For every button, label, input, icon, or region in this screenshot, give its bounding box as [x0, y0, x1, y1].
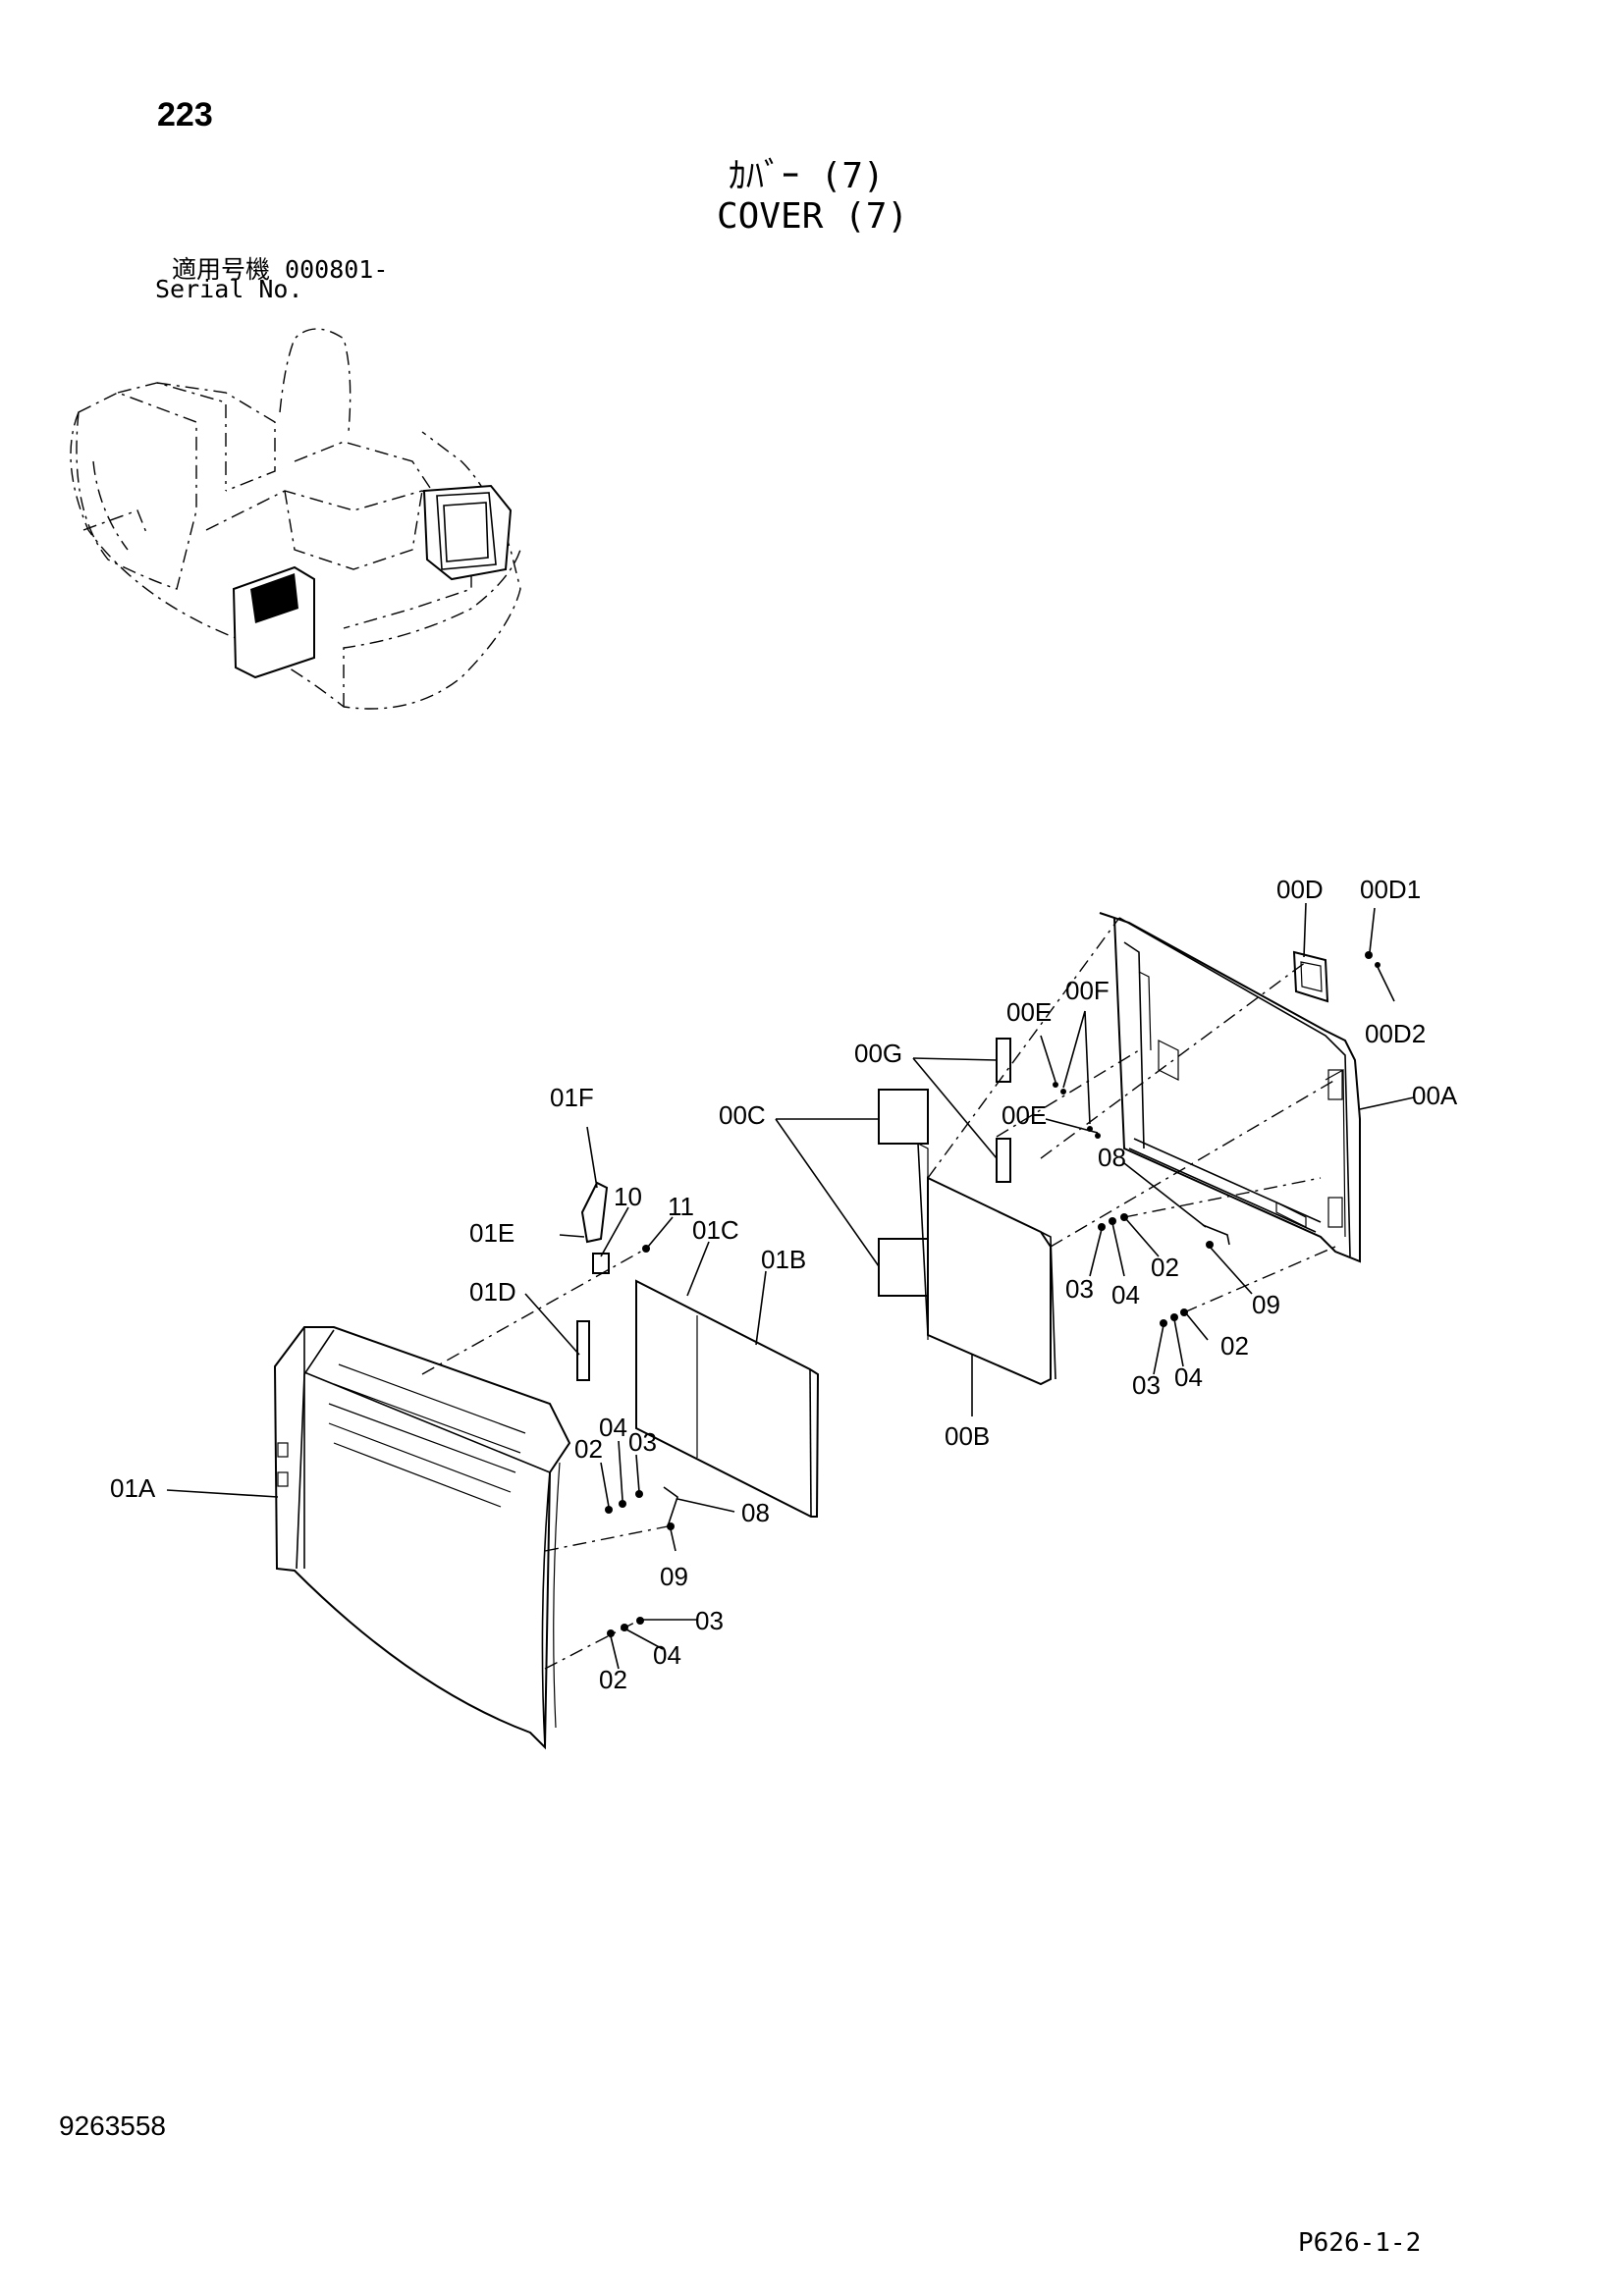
callout-labels: 00D 00D1 00D2 00A 00E 00F 00G 00E 00C 00… — [110, 875, 1458, 1694]
callout-00A: 00A — [1412, 1081, 1458, 1110]
title-japanese: ｶﾊﾞｰ (7) — [729, 156, 885, 196]
cover-panel-01A — [273, 1326, 571, 1750]
callout-00E-bottom: 00E — [1001, 1100, 1047, 1130]
machine-overview-illustration — [70, 328, 521, 710]
callout-01C: 01C — [692, 1215, 739, 1245]
callout-09-right: 09 — [1252, 1290, 1280, 1319]
callout-01B: 01B — [761, 1245, 806, 1274]
document-number: 9263558 — [59, 2110, 167, 2141]
callout-00D1: 00D1 — [1360, 875, 1421, 904]
callout-08-right: 08 — [1098, 1143, 1126, 1172]
callout-04-right-2: 04 — [1174, 1362, 1203, 1392]
callout-04-right-1: 04 — [1111, 1280, 1140, 1309]
leader-lines — [166, 902, 1415, 1670]
alignment-lines — [421, 917, 1336, 1670]
clip-01E-01F — [576, 1181, 650, 1381]
callout-00D: 00D — [1276, 875, 1324, 904]
callout-01F: 01F — [550, 1083, 594, 1112]
callout-02-right-2: 02 — [1220, 1331, 1249, 1361]
callout-04-left-1: 04 — [599, 1413, 627, 1442]
callout-00G: 00G — [854, 1039, 902, 1068]
callout-03-right-2: 03 — [1132, 1370, 1161, 1400]
page-number: 223 — [157, 96, 213, 133]
callout-01E: 01E — [469, 1218, 514, 1248]
serial-label-english: Serial No. — [155, 275, 303, 303]
callout-11: 11 — [668, 1192, 694, 1221]
callout-02-left-1: 02 — [574, 1434, 603, 1464]
callout-03-right-1: 03 — [1065, 1274, 1094, 1304]
sponge-00C — [878, 1089, 929, 1297]
callout-03-left-2: 03 — [695, 1606, 724, 1635]
title-english: COVER (7) — [717, 196, 909, 237]
callout-03-left-1: 03 — [628, 1427, 657, 1457]
callout-00C: 00C — [719, 1100, 766, 1130]
callout-10: 10 — [614, 1182, 642, 1211]
hardware-left — [605, 1486, 678, 1637]
callout-09-left: 09 — [660, 1562, 688, 1591]
callout-01A: 01A — [110, 1473, 156, 1503]
callout-02-right-1: 02 — [1151, 1253, 1179, 1282]
pad-00G — [996, 1038, 1011, 1183]
callout-02-left-2: 02 — [599, 1665, 627, 1694]
callout-00D2: 00D2 — [1365, 1019, 1426, 1048]
callout-08-left: 08 — [741, 1498, 770, 1527]
insulation-00B — [917, 1143, 1056, 1386]
callout-00F: 00F — [1065, 976, 1110, 1005]
cover-frame-00A — [1099, 912, 1361, 1263]
callout-00B: 00B — [945, 1421, 990, 1451]
serial-label-japanese: 適用号機 000801- — [172, 255, 389, 284]
page-reference: P626-1-2 — [1298, 2228, 1422, 2258]
insulation-01B — [635, 1279, 820, 1518]
bracket-00D — [1292, 950, 1380, 1003]
callout-01D: 01D — [469, 1277, 516, 1307]
callout-00E-top: 00E — [1006, 997, 1052, 1027]
callout-04-left-2: 04 — [653, 1640, 681, 1670]
